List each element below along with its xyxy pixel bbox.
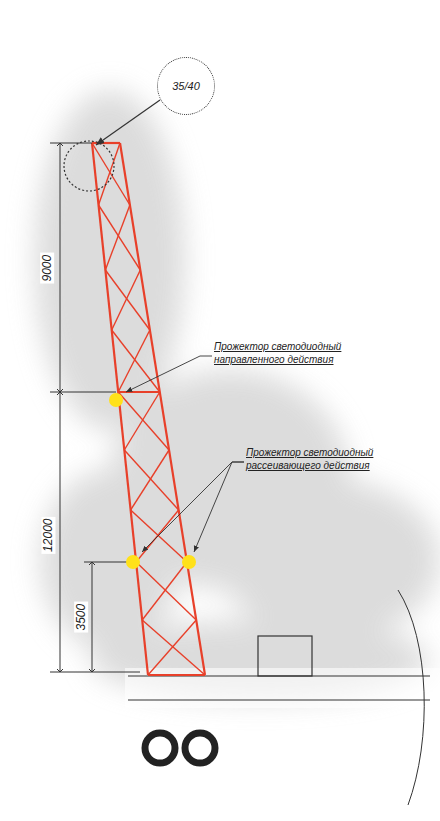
dimension: 3500 <box>74 602 88 633</box>
callout-note: Прожектор светодиодный направленного дей… <box>214 341 364 366</box>
callout-number: 35/40 <box>172 80 200 92</box>
dimension: 12000 <box>41 517 55 554</box>
dimension: 9000 <box>40 253 54 284</box>
callout-circle: 35/40 <box>157 57 215 115</box>
callout-note: Прожектор светодиодный рассеивающего дей… <box>246 447 396 472</box>
